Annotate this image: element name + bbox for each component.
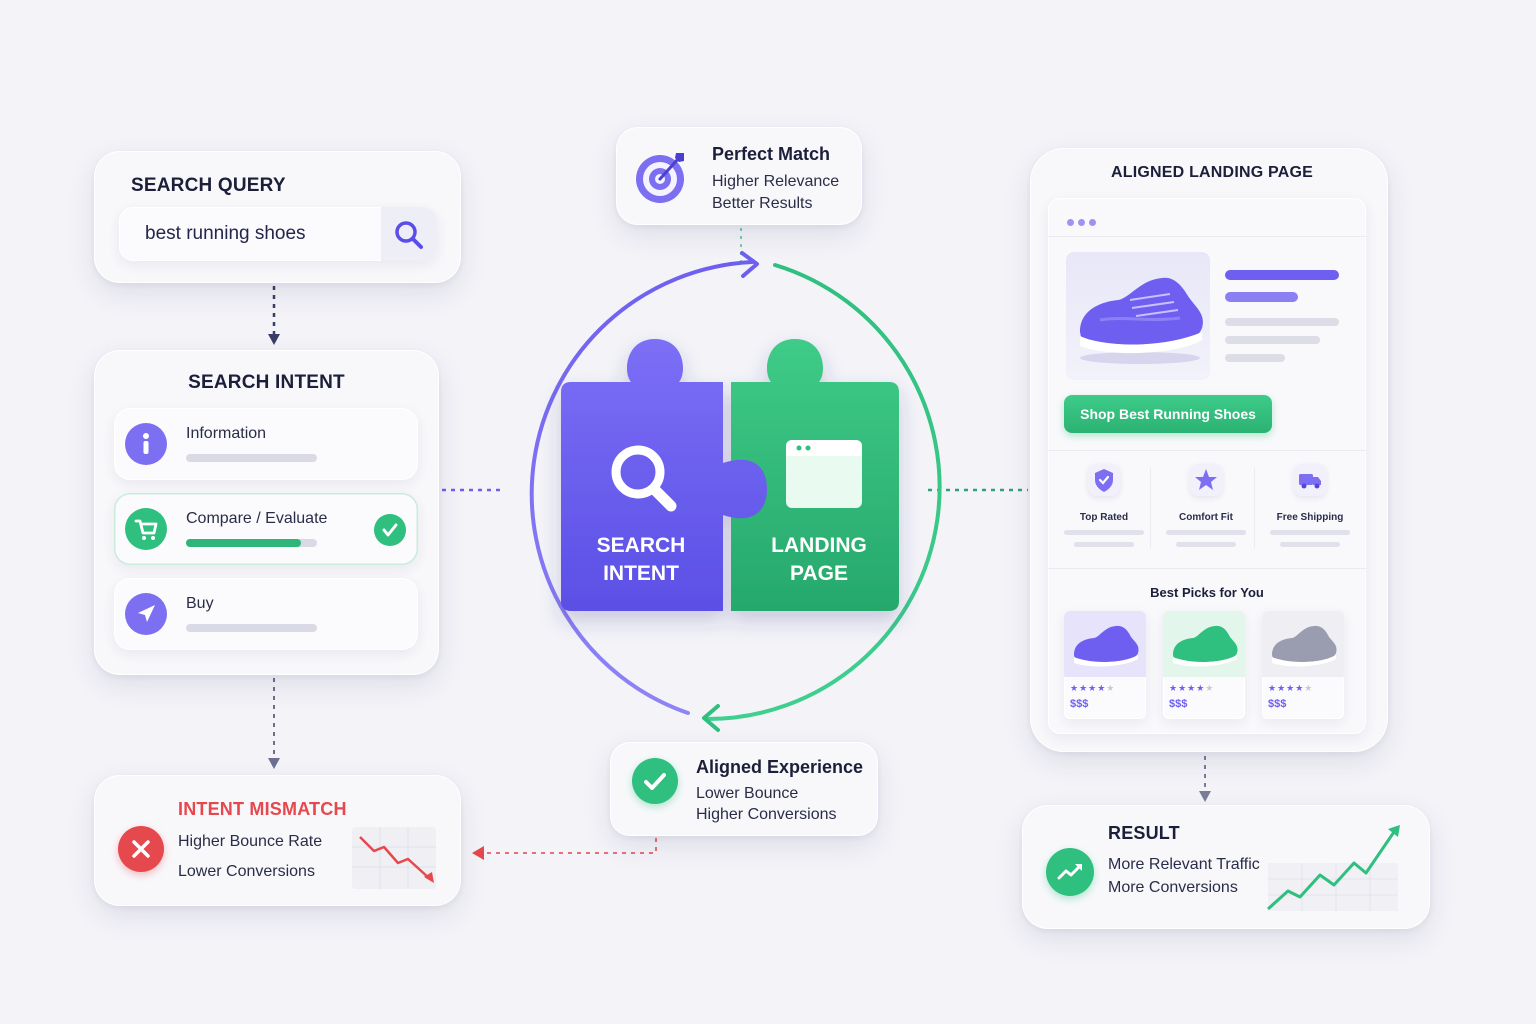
result-line: More Conversions	[1108, 879, 1238, 896]
landing-page-title: ALIGNED LANDING PAGE	[1111, 164, 1313, 181]
pick-rating: ★★★★★	[1169, 683, 1215, 693]
aligned-experience-card: Aligned Experience Lower Bounce Higher C…	[610, 742, 878, 836]
send-icon	[125, 593, 167, 635]
search-intent-card: SEARCH INTENT Information Compare / Eval…	[94, 350, 439, 675]
aligned-experience-line: Higher Conversions	[696, 806, 837, 823]
best-picks-title: Best Picks for You	[1150, 585, 1264, 600]
aligned-landing-page-card: ALIGNED LANDING PAGE Shop Best Running S…	[1030, 148, 1388, 752]
pick-rating: ★★★★★	[1070, 683, 1116, 693]
intent-option-buy[interactable]: Buy	[114, 578, 418, 650]
feature-free-shipping: Free Shipping	[1262, 464, 1358, 554]
intent-option-bar	[186, 454, 317, 462]
trend-up-chart-icon	[1266, 825, 1400, 911]
search-intent-title: SEARCH INTENT	[188, 372, 345, 393]
intent-option-bar	[186, 539, 317, 547]
check-icon	[374, 514, 406, 546]
perfect-match-line: Better Results	[712, 195, 813, 212]
running-shoe-icon	[1080, 277, 1203, 364]
pick-price: $$$	[1169, 698, 1188, 710]
pick-card[interactable]: ★★★★★ $$$	[1262, 611, 1344, 719]
purple-arc	[529, 260, 754, 715]
landing-page-mockup: Shop Best Running Shoes Top Rated Comfor…	[1048, 198, 1366, 734]
mismatch-line: Lower Conversions	[178, 863, 315, 880]
feature-label: Free Shipping	[1276, 512, 1344, 523]
purple-shoe-icon	[1074, 625, 1139, 667]
result-card: RESULT More Relevant Traffic More Conver…	[1022, 805, 1430, 929]
gray-shoe-icon	[1272, 625, 1337, 667]
star-icon	[1195, 469, 1217, 490]
result-line: More Relevant Traffic	[1108, 856, 1260, 873]
shield-icon	[1095, 469, 1113, 492]
pick-rating: ★★★★★	[1268, 683, 1314, 693]
shop-cta-button[interactable]: Shop Best Running Shoes	[1064, 395, 1272, 433]
intent-option-label: Buy	[186, 595, 214, 612]
green-shoe-icon	[1173, 625, 1238, 667]
search-icon	[395, 221, 423, 249]
check-circle-icon	[632, 758, 678, 804]
green-arrowhead	[702, 704, 720, 732]
aligned-experience-line: Lower Bounce	[696, 785, 799, 802]
intent-mismatch-card: INTENT MISMATCH Higher Bounce Rate Lower…	[94, 775, 461, 906]
feature-label: Comfort Fit	[1179, 512, 1233, 523]
intent-option-label: Information	[186, 425, 267, 442]
landing-page-piece-label: LANDING PAGE	[771, 534, 867, 585]
aligned-experience-title: Aligned Experience	[696, 757, 864, 777]
search-intent-piece-label: SEARCH INTENT	[596, 534, 686, 585]
intent-option-label: Compare / Evaluate	[186, 510, 328, 527]
green-arc	[706, 263, 942, 721]
feature-comfort-fit: Comfort Fit	[1160, 464, 1252, 554]
intent-option-information[interactable]: Information	[114, 408, 418, 480]
perfect-match-line: Higher Relevance	[712, 173, 840, 190]
search-query-card: SEARCH QUERY best running shoes	[94, 151, 461, 283]
cart-icon	[125, 508, 167, 550]
trend-down-icon	[352, 827, 436, 889]
puzzle-graphic	[561, 339, 899, 611]
perfect-match-card: Perfect Match Higher Relevance Better Re…	[616, 127, 862, 225]
purple-arrowhead	[740, 251, 759, 278]
mismatch-line: Higher Bounce Rate	[178, 833, 323, 850]
pick-price: $$$	[1070, 698, 1089, 710]
target-icon	[636, 153, 684, 203]
intent-progress-fill	[186, 539, 302, 547]
magnifier-icon	[611, 445, 677, 512]
browser-dots	[1067, 213, 1096, 231]
pick-price: $$$	[1268, 698, 1287, 710]
search-input-box[interactable]: best running shoes	[119, 207, 437, 261]
hero-product-image	[1066, 252, 1210, 380]
intent-option-compare[interactable]: Compare / Evaluate	[114, 493, 418, 565]
truck-icon	[1299, 474, 1321, 489]
feature-label: Top Rated	[1079, 512, 1129, 523]
intent-mismatch-title: INTENT MISMATCH	[178, 799, 347, 819]
pick-card[interactable]: ★★★★★ $$$	[1064, 611, 1146, 719]
result-title: RESULT	[1108, 823, 1180, 843]
search-button[interactable]	[381, 207, 437, 261]
perfect-match-title: Perfect Match	[712, 144, 831, 164]
search-query-title: SEARCH QUERY	[131, 175, 286, 196]
pick-card[interactable]: ★★★★★ $$$	[1163, 611, 1245, 719]
intent-option-bar	[186, 624, 317, 632]
trend-up-circle-icon	[1046, 848, 1094, 896]
info-icon	[125, 423, 167, 465]
search-input[interactable]: best running shoes	[145, 223, 306, 244]
error-icon	[118, 826, 164, 872]
feature-top-rated: Top Rated	[1058, 464, 1150, 554]
browser-window-icon	[786, 440, 862, 508]
